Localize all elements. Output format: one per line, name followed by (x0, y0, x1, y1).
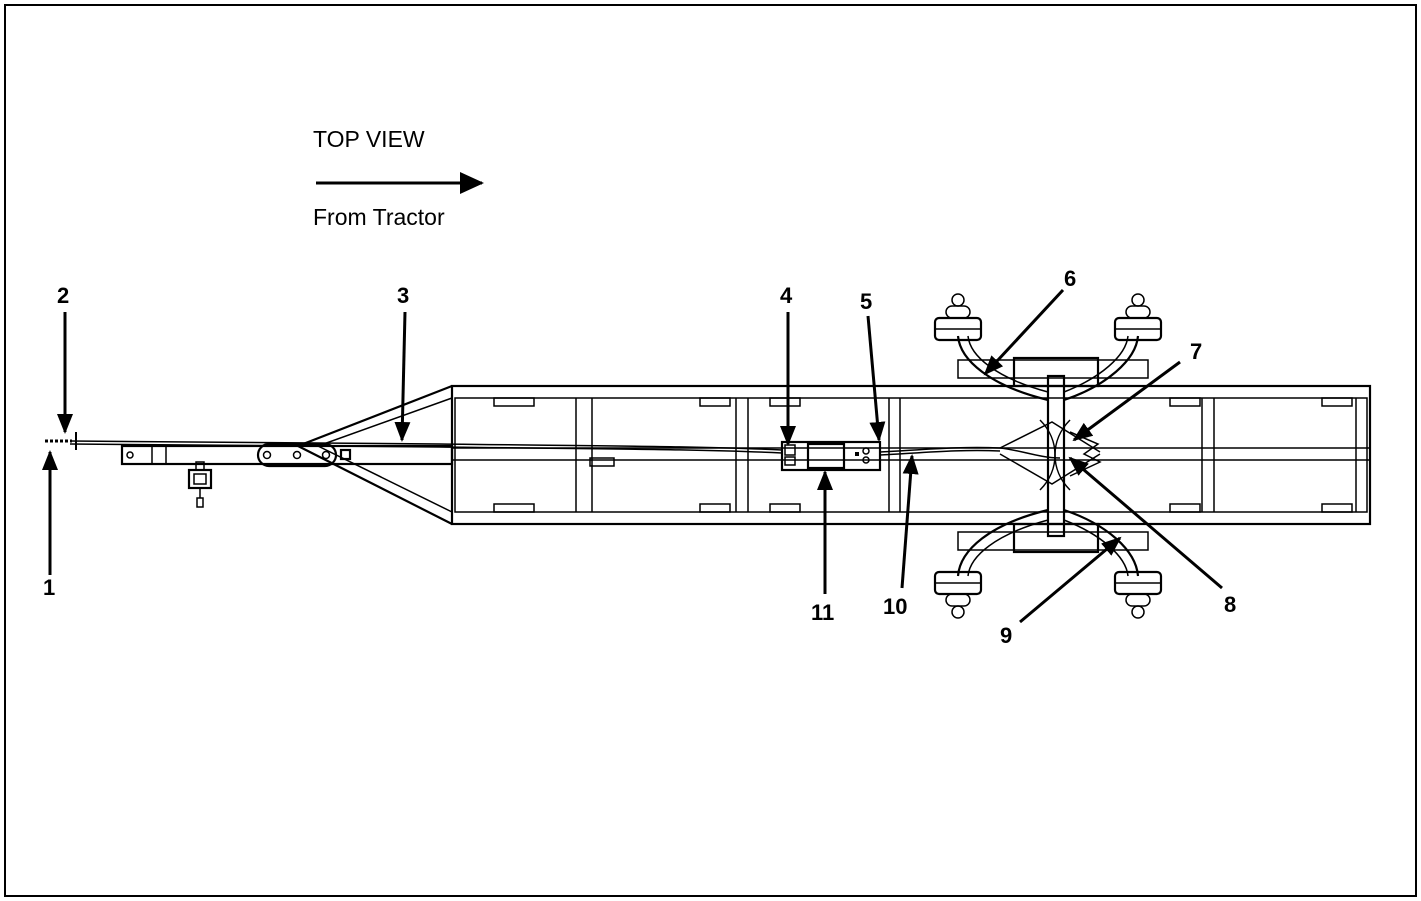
leader-7 (1072, 360, 1181, 442)
leader-9 (1019, 536, 1122, 624)
callout-10: 10 (883, 594, 907, 619)
diagram-frame (4, 4, 1417, 897)
leader-5 (866, 315, 886, 442)
callout-3: 3 (397, 283, 409, 308)
callout-labels: 1 2 3 4 5 6 7 8 9 10 11 (43, 266, 1236, 648)
callout-4: 4 (780, 283, 793, 308)
callout-9: 9 (1000, 623, 1012, 648)
tongue-assembly (45, 384, 454, 525)
direction-caption: From Tractor (313, 204, 445, 230)
wheel-hub-rear-top (1113, 293, 1163, 342)
wheel-hub-front-top (933, 293, 983, 342)
callout-leaders (42, 288, 1223, 624)
leader-6 (983, 288, 1065, 376)
leader-10 (900, 454, 919, 589)
leader-3 (394, 311, 411, 442)
callout-6: 6 (1064, 266, 1076, 291)
control-module (780, 440, 882, 472)
callout-5: 5 (860, 289, 872, 314)
wire-harness (439, 419, 1101, 491)
callout-1: 1 (43, 575, 55, 600)
wheel-hub-front-bottom (933, 570, 983, 619)
trailer-frame (450, 384, 1372, 526)
callout-8: 8 (1224, 592, 1236, 617)
callout-2: 2 (57, 283, 69, 308)
callout-7: 7 (1190, 339, 1202, 364)
leader-8 (1068, 456, 1223, 590)
wheel-hub-rear-bottom (1113, 570, 1163, 619)
axle-assembly (933, 293, 1163, 619)
view-title: TOP VIEW (313, 126, 425, 152)
callout-11: 11 (811, 600, 834, 625)
